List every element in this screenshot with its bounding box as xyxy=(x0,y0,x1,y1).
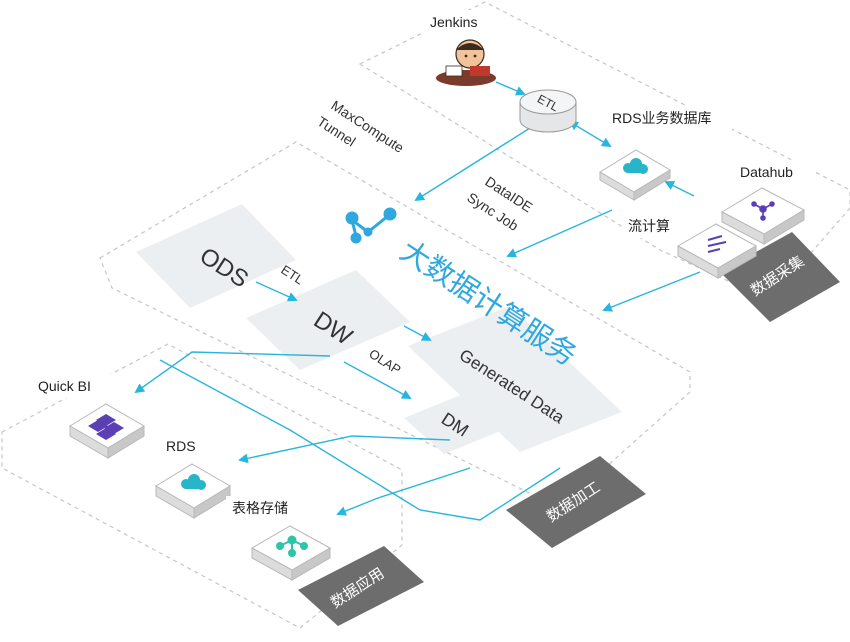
jenkins-icon xyxy=(436,39,496,86)
rds-business-db-label: RDS业务数据库 xyxy=(612,110,712,126)
dw-panel xyxy=(246,270,410,370)
database-cylinder-icon xyxy=(519,89,577,133)
stream-icon xyxy=(707,235,727,253)
etl-database-node[interactable]: ETL xyxy=(519,89,577,133)
jenkins-label: Jenkins xyxy=(430,14,477,30)
table-storage-node[interactable]: 表格存储 xyxy=(226,496,332,581)
table-storage-label: 表格存储 xyxy=(232,500,288,516)
cloud-icon xyxy=(623,158,648,174)
network-hub-icon xyxy=(751,201,775,221)
collection-tag: 数据采集 xyxy=(720,232,840,322)
rds-node[interactable]: RDS xyxy=(155,434,231,519)
quick-bi-node[interactable]: Quick BI xyxy=(30,374,145,459)
stream-compute-node[interactable]: 流计算 xyxy=(622,214,758,279)
connection-logo-icon xyxy=(345,207,397,244)
cloud-icon xyxy=(181,474,206,490)
olap-label: OLAP xyxy=(366,346,403,377)
datahub-node[interactable]: Datahub xyxy=(720,160,816,245)
datahub-label: Datahub xyxy=(740,164,793,180)
application-zone xyxy=(1,343,403,629)
rds-business-db-node[interactable]: RDS业务数据库 xyxy=(599,106,732,201)
cube-cluster-icon xyxy=(88,414,124,440)
share-nodes-icon xyxy=(276,535,308,557)
processing-zone xyxy=(99,141,691,509)
collection-zone xyxy=(358,1,850,301)
flow-arrows xyxy=(134,81,701,521)
generated-data-panel xyxy=(408,306,622,452)
quick-bi-label: Quick BI xyxy=(38,378,91,394)
stream-compute-label: 流计算 xyxy=(628,218,670,234)
processing-tag: 数据加工 xyxy=(506,456,646,548)
jenkins-node[interactable]: Jenkins xyxy=(422,10,498,86)
application-tag: 数据应用 xyxy=(298,546,424,626)
ods-panel xyxy=(136,204,296,308)
rds-label: RDS xyxy=(166,438,196,454)
